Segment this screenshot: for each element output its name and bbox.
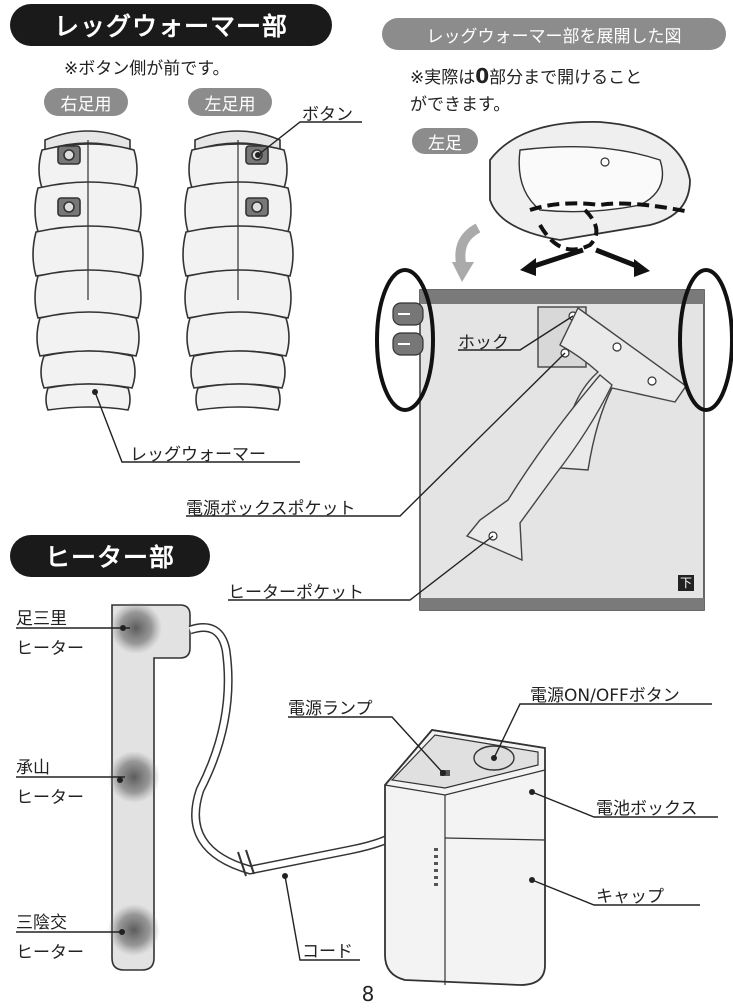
heater-spot3-suffix: ヒーター [16,943,84,963]
heater-spot2-suffix: ヒーター [16,788,84,808]
heater-spot3-name: 三陰交 [16,913,67,933]
heater-heading: ヒーター部 [10,535,210,577]
expanded-warmer-illustration [375,121,733,611]
power-button-label: 電源ON/OFFボタン [530,686,680,706]
expanded-heading: レッグウォーマー部を展開した図 [382,18,726,50]
right-leg-warmer-illustration [32,130,144,411]
leg-warmer-note: ※ボタン側が前です。 [64,59,230,79]
page-number: 8 [361,982,375,1006]
leg-warmer-label: レッグウォーマー [130,445,266,465]
expanded-note-tail: 部分まで開けること [489,68,643,88]
heater-spot1-name: 足三里 [16,609,67,629]
heater-spot2-name: 承山 [16,758,50,778]
right-foot-tag: 右足用 [44,88,128,116]
power-lamp-label: 電源ランプ [288,699,373,719]
hook-label: ホック [458,333,509,353]
heater-spot1-suffix: ヒーター [16,639,84,659]
down-mark: 下 [679,576,692,590]
button-label: ボタン [302,105,353,125]
leg-warmer-heading: レッグウォーマー部 [10,4,332,46]
expanded-note-line1: ※実際は0部分まで開けること [410,63,642,88]
left-foot-expanded-tag: 左足 [412,128,478,154]
heater-illustration [108,602,546,986]
expanded-note-mark: 0 [475,64,490,88]
cap-label: キャップ [596,887,664,907]
power-pocket-label: 電源ボックスポケット [186,499,356,519]
cord-label: コード [302,942,353,962]
left-leg-warmer-illustration [182,130,294,411]
heater-pocket-label: ヒーターポケット [228,583,364,603]
expanded-note-prefix: ※実際は [410,68,476,88]
expanded-note-line2: ができます。 [410,95,511,115]
battery-box-label: 電池ボックス [596,799,698,819]
left-foot-tag: 左足用 [188,88,272,116]
